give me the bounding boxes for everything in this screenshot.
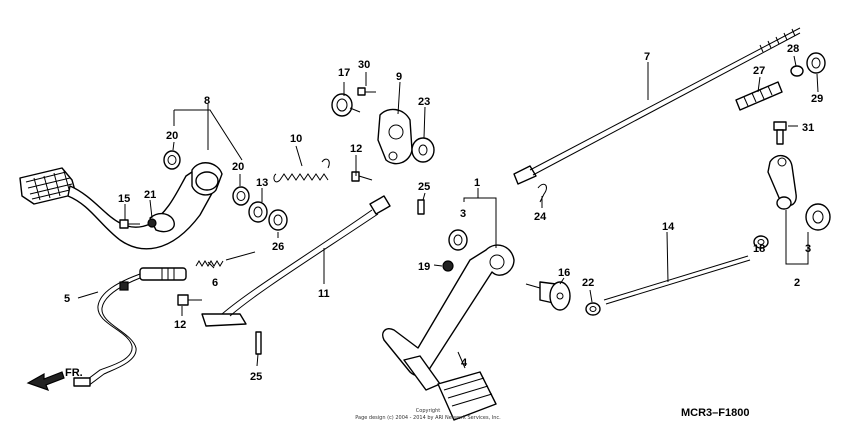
callout-28: 28 [787, 43, 799, 55]
shift-arm-2 [767, 155, 797, 210]
nut-18 [753, 235, 769, 249]
oil-seal-20a [163, 150, 181, 170]
callout-26: 26 [272, 241, 284, 253]
spring-27 [735, 81, 783, 111]
leader-lines [77, 55, 819, 369]
callout-20b: 20 [232, 161, 244, 173]
callout-11: 11 [318, 288, 330, 300]
callout-15: 15 [118, 193, 130, 205]
callout-27: 27 [753, 65, 765, 77]
callout-8: 8 [204, 95, 210, 107]
collar-28 [790, 65, 804, 77]
copyright-line-1: Copyright [416, 408, 440, 414]
stop-switch-5 [73, 267, 187, 387]
callout-6: 6 [212, 277, 218, 289]
callout-19: 19 [418, 261, 430, 273]
callout-21: 21 [144, 189, 156, 201]
callout-10: 10 [290, 133, 302, 145]
callout-17: 17 [338, 67, 350, 79]
pivot-bolt-16 [525, 281, 571, 311]
collar-17 [331, 93, 361, 117]
callout-29: 29 [811, 93, 823, 105]
direction-label: FR. [65, 367, 83, 379]
bolt-15 [119, 219, 140, 229]
nut-22 [585, 302, 601, 316]
gearshift-pedal-1 [382, 244, 515, 421]
callout-12b: 12 [174, 319, 186, 331]
bolt-31 [773, 121, 787, 145]
callout-25a: 25 [418, 181, 430, 193]
callout-12a: 12 [350, 143, 362, 155]
front-direction-arrow: FR. [26, 367, 83, 392]
bolt-12a [351, 171, 373, 182]
callout-23: 23 [418, 96, 430, 108]
bolt-30 [357, 87, 376, 96]
washer-21 [147, 218, 157, 228]
shift-rod-7 [513, 27, 801, 185]
oil-seal-20b [232, 186, 250, 206]
cotter-pin-24 [537, 183, 547, 203]
callout-5: 5 [64, 293, 70, 305]
callout-24: 24 [534, 211, 547, 223]
diagram-code: MCR3–F1800 [681, 407, 749, 419]
callout-labels: 1 2 3 3 4 5 6 7 8 9 10 11 12 12 13 14 15… [64, 43, 823, 383]
copyright-line-2: Page design (c) 2004 - 2014 by ARI Netwo… [355, 415, 501, 421]
brake-pedal [19, 162, 223, 250]
spring-6 [195, 251, 256, 267]
callout-3a: 3 [460, 208, 466, 220]
callout-14: 14 [662, 221, 675, 233]
callout-16: 16 [558, 267, 570, 279]
callout-3b: 3 [805, 243, 811, 255]
callout-13: 13 [256, 177, 268, 189]
callout-18: 18 [753, 243, 765, 255]
pin-25a [417, 199, 425, 215]
spring-10 [273, 158, 330, 183]
callout-4: 4 [461, 357, 468, 369]
callout-22: 22 [582, 277, 594, 289]
bushing-3a [448, 229, 468, 251]
brake-rod-11 [201, 195, 391, 327]
bushing-3b [805, 203, 831, 231]
callout-25b: 25 [250, 371, 262, 383]
callout-31: 31 [802, 122, 814, 134]
callout-1: 1 [474, 177, 480, 189]
washer-13 [248, 201, 268, 223]
pin-25b [255, 331, 262, 355]
washer-26 [268, 209, 288, 231]
bolt-19 [442, 260, 454, 272]
callout-7: 7 [644, 51, 650, 63]
callout-20a: 20 [166, 130, 178, 142]
callout-9: 9 [396, 71, 402, 83]
bracket-9 [377, 108, 413, 165]
cap-29 [806, 52, 826, 74]
callout-2: 2 [794, 277, 800, 289]
washer-23 [411, 137, 435, 163]
bolt-12b [177, 294, 202, 306]
tie-rod-14 [603, 255, 751, 305]
callout-30: 30 [358, 59, 370, 71]
